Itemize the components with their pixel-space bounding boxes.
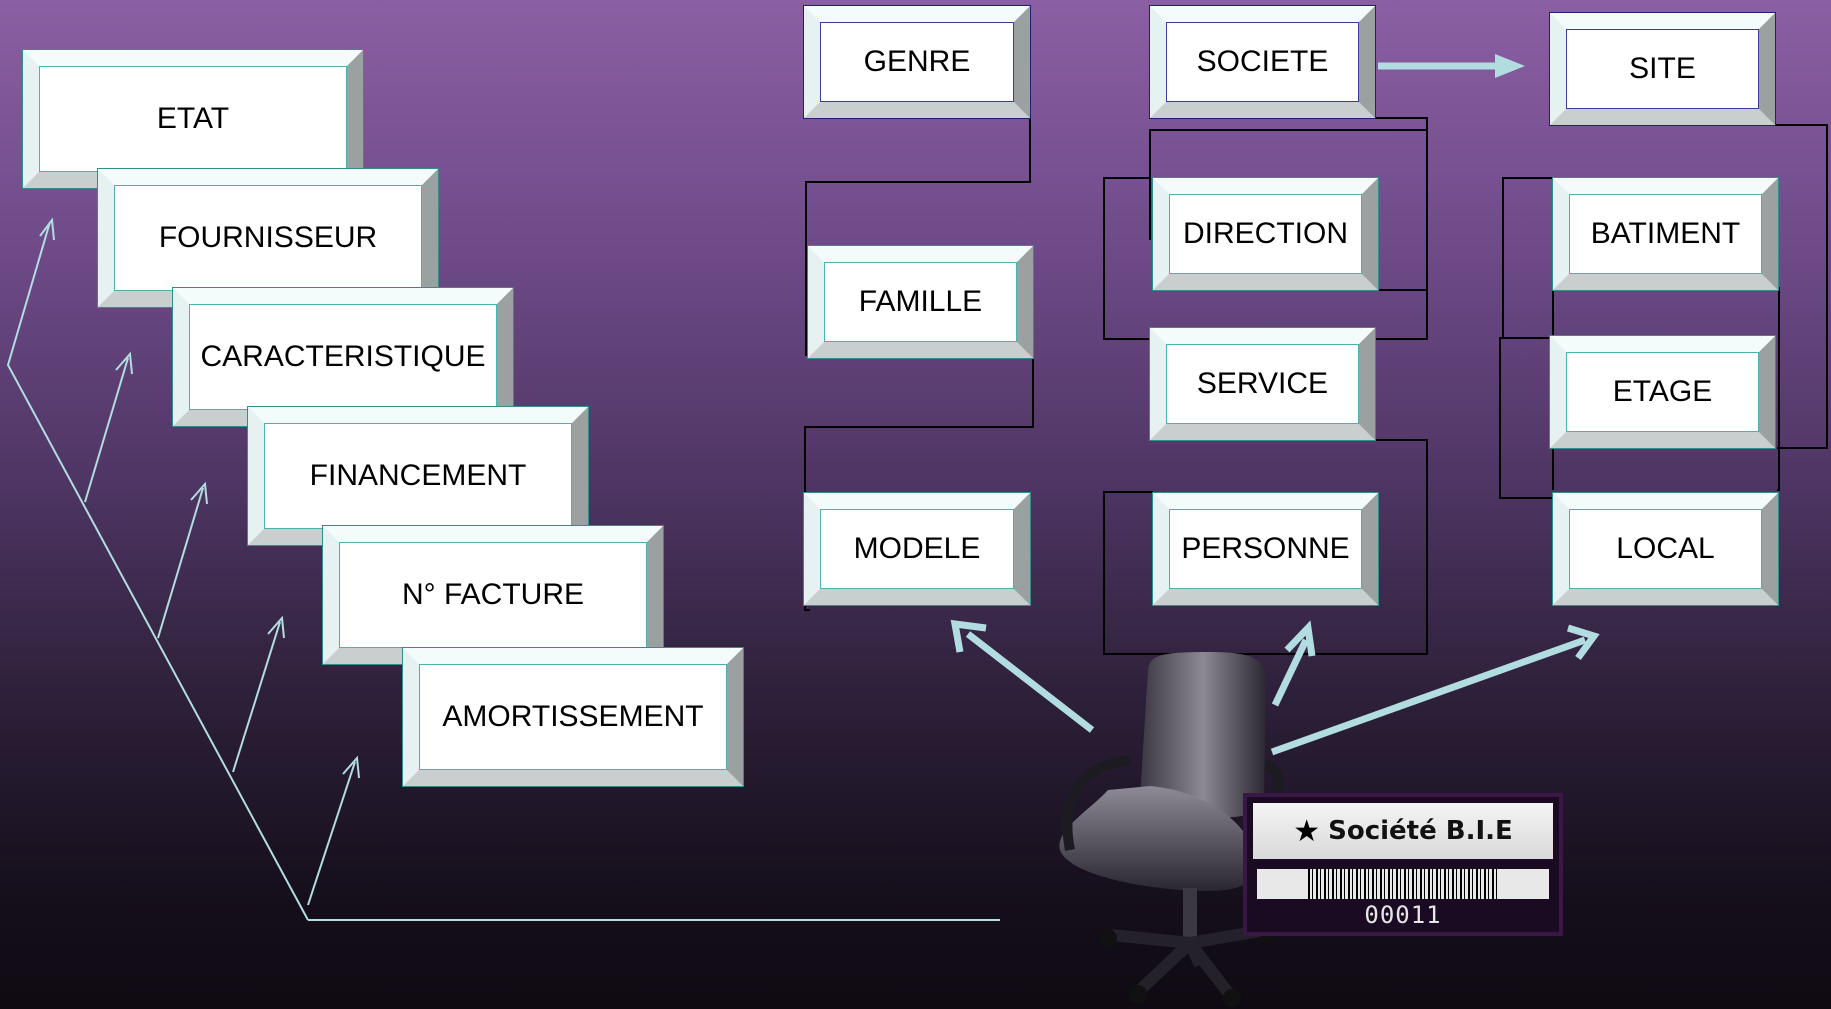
badge-company-name: Société B.I.E (1328, 816, 1513, 846)
box-batiment: BATIMENT (1553, 178, 1778, 290)
label-amortissement: AMORTISSEMENT (442, 700, 704, 733)
fan-branch-facture (307, 761, 356, 906)
label-personne: PERSONNE (1181, 532, 1350, 565)
star-icon: ★ (1293, 813, 1321, 849)
arrow-to-personne (1271, 638, 1310, 707)
company-badge: ★ Société B.I.E 00011 (1243, 793, 1563, 936)
box-societe: SOCIETE (1150, 6, 1375, 118)
label-etat: ETAT (156, 102, 230, 135)
office-chair-icon (1059, 652, 1284, 1007)
arrowhead-fournisseur (115, 351, 133, 375)
box-fournisseur: FOURNISSEUR (98, 169, 438, 307)
box-local: LOCAL (1553, 493, 1778, 605)
label-service: SERVICE (1196, 367, 1329, 400)
label-societe: SOCIETE (1196, 45, 1329, 78)
label-site: SITE (1629, 52, 1696, 85)
label-genre: GENRE (863, 45, 971, 78)
badge-number: 00011 (1364, 901, 1442, 929)
box-etage: ETAGE (1550, 336, 1775, 448)
left-fan-arrows (6, 217, 1000, 921)
fan-branch-financement (232, 621, 281, 773)
arrow-to-local (1270, 636, 1587, 756)
label-modele: MODELE (853, 532, 981, 565)
box-financement: FINANCEMENT (248, 407, 588, 545)
barcode (1257, 869, 1549, 899)
box-personne: PERSONNE (1153, 493, 1378, 605)
box-etat: ETAT (23, 50, 363, 188)
light-arrows (950, 54, 1600, 756)
fan-branch-fournisseur (84, 357, 129, 503)
box-service: SERVICE (1150, 328, 1375, 440)
arrowhead-caracteristique (190, 481, 208, 505)
box-site: SITE (1550, 13, 1775, 125)
label-batiment: BATIMENT (1590, 217, 1741, 250)
label-facture: N° FACTURE (401, 578, 584, 611)
label-fournisseur: FOURNISSEUR (158, 221, 378, 254)
box-facture: N° FACTURE (323, 526, 663, 664)
box-caracteristique: CARACTERISTIQUE (173, 288, 513, 426)
arrow-to-modele (965, 631, 1095, 733)
label-famille: FAMILLE (858, 285, 983, 318)
societe-connectors (1103, 117, 1428, 655)
site-connectors (1499, 124, 1828, 499)
box-genre: GENRE (804, 6, 1030, 118)
label-local: LOCAL (1616, 532, 1715, 565)
arrowhead-facture (342, 755, 360, 779)
box-direction: DIRECTION (1153, 178, 1378, 290)
fan-branch-etat (6, 221, 309, 921)
box-famille: FAMILLE (808, 246, 1033, 358)
arrowhead-etat (39, 217, 55, 241)
fan-branch-caracteristique (157, 487, 204, 639)
label-direction: DIRECTION (1183, 217, 1348, 250)
label-caracteristique: CARACTERISTIQUE (200, 340, 486, 373)
badge-header: ★ Société B.I.E (1253, 803, 1553, 859)
label-etage: ETAGE (1612, 375, 1713, 408)
arrowhead-financement (267, 615, 285, 639)
box-amortissement: AMORTISSEMENT (403, 648, 743, 786)
box-modele: MODELE (804, 493, 1030, 605)
label-financement: FINANCEMENT (309, 459, 527, 492)
